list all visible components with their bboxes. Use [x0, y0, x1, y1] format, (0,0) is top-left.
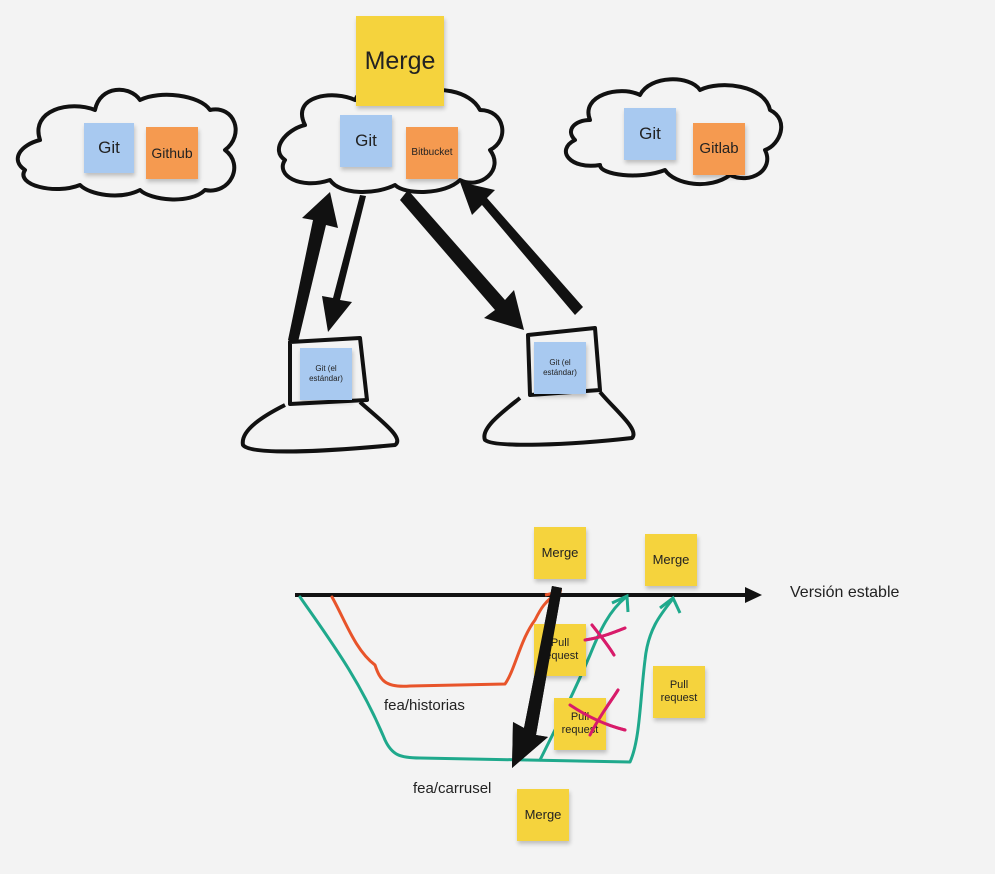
- sticky-bitbucket-label: Bitbucket: [411, 147, 453, 158]
- sticky-git-center-label: Git: [355, 130, 377, 150]
- sticky-merge-1-label: Merge: [541, 545, 579, 561]
- sync-arrows: [288, 182, 583, 342]
- sticky-bitbucket[interactable]: Bitbucket: [406, 127, 458, 179]
- branch-historias-path: [330, 590, 562, 688]
- sticky-git-center[interactable]: Git: [340, 115, 392, 167]
- computer-left-monitor: [288, 336, 369, 406]
- sticky-pull-request-1[interactable]: Pull request: [534, 624, 586, 676]
- sticky-pull-request-2-label: Pull request: [660, 678, 698, 704]
- arrow-push-left: [288, 192, 338, 342]
- branch-historias-label: fea/historias: [384, 697, 465, 714]
- sticky-pull-request-3-label: Pull request: [561, 710, 599, 736]
- arrow-push-right: [460, 182, 583, 315]
- branch-carrusel-path: [298, 595, 674, 764]
- sticky-git-computer-right-label: Git (el estándar): [543, 358, 577, 377]
- sticky-git-right-label: Git: [639, 123, 661, 143]
- sticky-pull-request-2[interactable]: Pull request: [653, 666, 705, 718]
- arrow-pull-left: [322, 195, 366, 332]
- cloud-right: [563, 77, 784, 187]
- sticky-git-computer-right[interactable]: Git (el estándar): [534, 342, 586, 394]
- sticky-merge-1[interactable]: Merge: [534, 527, 586, 579]
- branch-carrusel-arrowhead-1: [611, 593, 630, 613]
- sticky-git-computer-left[interactable]: Git (el estándar): [300, 348, 352, 400]
- sticky-pull-request-1-label: Pull request: [541, 636, 579, 662]
- sticky-merge-2[interactable]: Merge: [645, 534, 697, 586]
- computer-right-monitor: [526, 326, 602, 397]
- computer-left-base: [240, 400, 400, 454]
- branch-carrusel-arrowhead-2: [659, 595, 682, 614]
- sticky-merge-main-label: Merge: [364, 47, 436, 75]
- sticky-pull-request-3[interactable]: Pull request: [554, 698, 606, 750]
- sticky-gitlab[interactable]: Gitlab: [693, 123, 745, 175]
- arrow-pull-right: [400, 190, 524, 330]
- computer-right-base: [482, 390, 636, 447]
- timeline-label: Versión estable: [790, 584, 900, 601]
- sticky-merge-3-label: Merge: [524, 807, 562, 823]
- sticky-git-computer-left-label: Git (el estándar): [309, 364, 343, 383]
- sticky-gitlab-label: Gitlab: [699, 140, 739, 157]
- sticky-git-right[interactable]: Git: [624, 108, 676, 160]
- cloud-left: [15, 87, 238, 202]
- sticky-github[interactable]: Github: [146, 127, 198, 179]
- sticky-merge-2-label: Merge: [652, 552, 690, 568]
- sticky-git-left[interactable]: Git: [84, 123, 134, 173]
- sticky-git-left-label: Git: [98, 137, 120, 157]
- timeline-arrowhead: [745, 587, 762, 603]
- sticky-merge-main[interactable]: Merge: [356, 16, 444, 106]
- sticky-merge-3[interactable]: Merge: [517, 789, 569, 841]
- branch-carrusel-label: fea/carrusel: [413, 780, 492, 797]
- sticky-github-label: Github: [151, 144, 193, 161]
